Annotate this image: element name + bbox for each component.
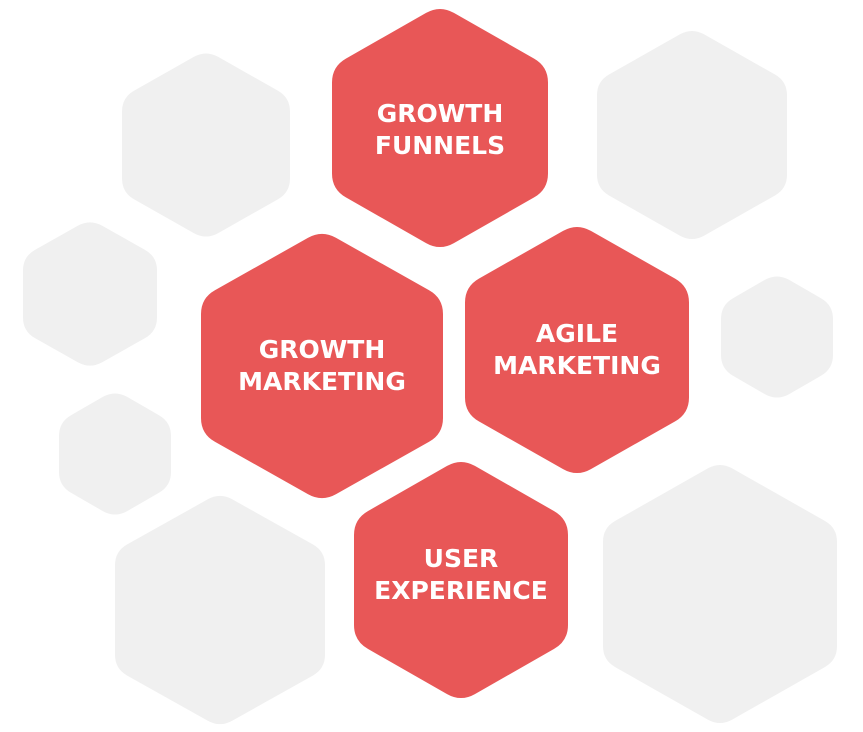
hex-shape-growth-funnels xyxy=(332,8,548,248)
hex-label-line-1: USER xyxy=(424,544,499,573)
hex-agile-marketing[interactable]: AGILE MARKETING xyxy=(465,226,689,474)
background-hexagons xyxy=(23,30,837,725)
hex-label-line-2: MARKETING xyxy=(493,351,661,380)
hex-label-line-1: AGILE xyxy=(536,319,618,348)
background-hexagon xyxy=(603,464,837,724)
background-hexagon xyxy=(597,30,787,240)
background-hexagon xyxy=(721,276,833,398)
hex-shape-agile-marketing xyxy=(465,226,689,474)
background-hexagon xyxy=(23,222,157,366)
hex-label-line-2: FUNNELS xyxy=(375,131,505,160)
hex-label-line-2: MARKETING xyxy=(238,367,406,396)
hex-label-line-1: GROWTH xyxy=(259,335,386,364)
hex-user-experience[interactable]: USER EXPERIENCE xyxy=(354,461,568,699)
background-hexagon xyxy=(59,393,171,515)
accent-hexagons: GROWTH FUNNELS GROWTH MARKETING AGILE MA… xyxy=(201,8,689,699)
background-hexagon xyxy=(122,53,290,237)
background-hexagon xyxy=(115,495,325,725)
hex-label-line-2: EXPERIENCE xyxy=(374,576,548,605)
hex-label-line-1: GROWTH xyxy=(377,99,504,128)
hex-shape-growth-marketing xyxy=(201,233,443,499)
hex-growth-marketing[interactable]: GROWTH MARKETING xyxy=(201,233,443,499)
hex-growth-funnels[interactable]: GROWTH FUNNELS xyxy=(332,8,548,248)
hex-shape-user-experience xyxy=(354,461,568,699)
